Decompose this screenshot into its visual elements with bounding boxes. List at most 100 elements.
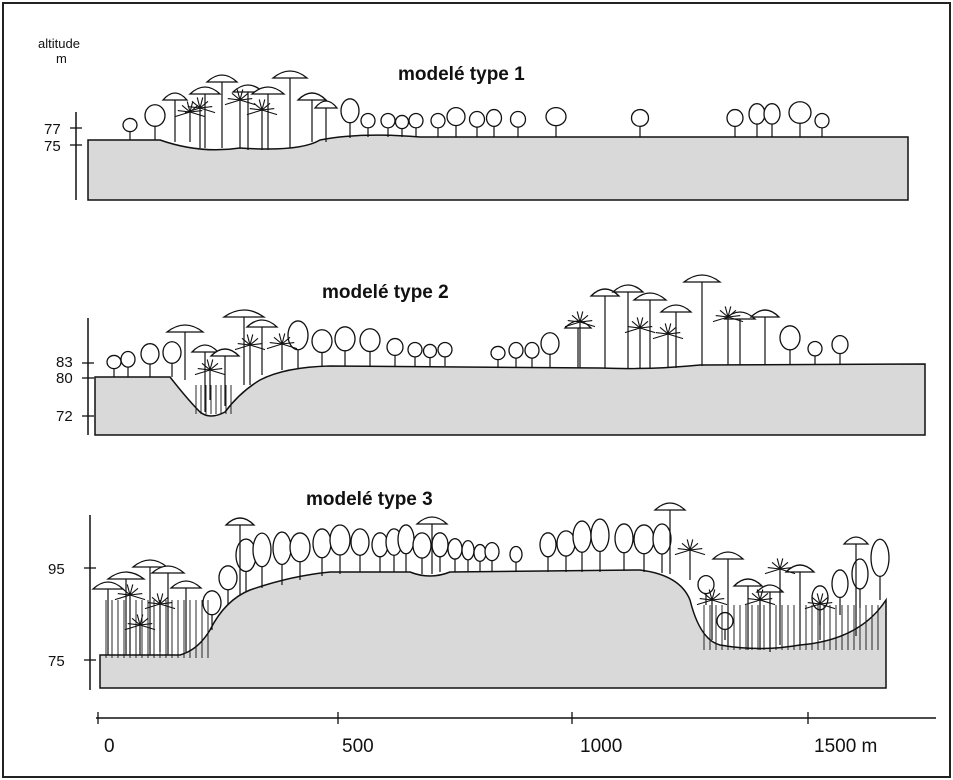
- tree-icon: [287, 320, 309, 368]
- umbrella-tree-icon: [188, 86, 222, 148]
- palm-icon: [624, 317, 656, 368]
- palm-icon: [764, 558, 796, 645]
- tree-icon: [412, 532, 432, 574]
- umbrella-tree-icon: [653, 502, 687, 574]
- x-label-0: 0: [104, 736, 115, 757]
- palm-icon: [224, 89, 256, 148]
- palm-icon: [804, 593, 836, 640]
- umbrella-tree-icon: [250, 86, 286, 150]
- profile-2-tick-72: 72: [56, 408, 73, 425]
- tree-icon: [614, 523, 634, 571]
- umbrella-tree-icon: [563, 320, 593, 368]
- profile-1-vegetation: [122, 70, 830, 150]
- umbrella-tree-icon: [169, 580, 203, 652]
- umbrella-tree-icon: [150, 565, 186, 655]
- tree-icon: [590, 518, 610, 572]
- tree-icon: [748, 103, 766, 137]
- x-label-1000: 1000: [580, 736, 622, 757]
- tree-icon: [726, 108, 744, 137]
- tree-icon: [814, 112, 830, 137]
- tree-icon: [350, 528, 370, 572]
- umbrella-tree-icon: [415, 516, 449, 574]
- profile-type-1: 77 75 modelé type 1: [44, 64, 909, 201]
- tree-icon: [652, 523, 672, 573]
- profile-2-tick-83: 83: [56, 354, 73, 371]
- trunk-hatching: [195, 385, 232, 414]
- umbrella-tree-icon: [589, 288, 621, 368]
- tree-icon: [252, 532, 272, 588]
- palm-icon: [124, 614, 156, 655]
- tree-icon: [556, 530, 576, 572]
- tree-icon: [380, 112, 396, 137]
- tree-icon: [140, 343, 160, 377]
- tree-icon: [807, 340, 823, 365]
- tree-icon: [162, 341, 182, 377]
- tree-icon: [716, 611, 734, 640]
- umbrella-tree-icon: [296, 92, 328, 142]
- tree-icon: [120, 350, 136, 377]
- tree-icon: [311, 329, 333, 367]
- tree-icon: [484, 541, 500, 572]
- tree-icon: [831, 569, 849, 615]
- umbrella-tree-icon: [313, 100, 339, 142]
- umbrella-tree-icon: [682, 274, 722, 366]
- umbrella-tree-icon: [165, 324, 205, 380]
- tree-icon: [539, 532, 557, 572]
- profile-2-ground: [94, 363, 926, 436]
- distance-axis: 0 500 1000 1500 m: [96, 712, 936, 757]
- tree-icon: [106, 354, 122, 377]
- tree-icon: [394, 114, 410, 137]
- tree-icon: [289, 532, 311, 580]
- umbrella-tree-icon: [205, 74, 239, 148]
- tree-icon: [473, 543, 487, 572]
- tree-icon: [334, 326, 356, 366]
- tree-icon: [508, 341, 524, 368]
- palm-icon: [674, 539, 706, 580]
- tree-icon: [788, 101, 812, 137]
- tree-icon: [509, 110, 527, 137]
- umbrella-tree-icon: [659, 304, 693, 368]
- tree-icon: [422, 343, 438, 366]
- tree-icon: [202, 590, 222, 630]
- palm-icon: [696, 589, 728, 640]
- tree-icon: [144, 104, 166, 140]
- palm-icon: [712, 306, 744, 365]
- profile-1-title: modelé type 1: [398, 64, 525, 85]
- x-label-500: 500: [342, 736, 374, 757]
- palm-icon: [266, 333, 298, 370]
- umbrella-tree-icon: [632, 292, 668, 368]
- profile-1-tick-77: 77: [44, 121, 61, 138]
- tree-icon: [870, 538, 890, 600]
- tree-icon: [545, 106, 567, 137]
- tree-icon: [851, 558, 869, 608]
- profile-2-vegetation: [106, 274, 849, 414]
- tree-icon: [540, 332, 560, 368]
- tree-icon: [430, 112, 446, 137]
- tree-icon: [408, 112, 424, 137]
- tree-icon: [485, 108, 503, 137]
- umbrella-tree-icon: [245, 319, 279, 375]
- tree-icon: [437, 341, 453, 366]
- umbrella-tree-icon: [224, 517, 256, 595]
- tree-icon: [360, 112, 376, 137]
- tree-icon: [490, 345, 506, 368]
- tree-icon: [329, 524, 351, 574]
- profile-3-vegetation: [91, 502, 890, 658]
- umbrella-tree-icon: [723, 311, 757, 365]
- tree-icon: [431, 532, 449, 572]
- tree-icon: [446, 106, 466, 137]
- umbrella-tree-icon: [91, 581, 125, 655]
- umbrella-tree-icon: [231, 84, 265, 150]
- umbrella-tree-icon: [271, 70, 309, 148]
- tree-icon: [633, 524, 655, 572]
- tree-icon: [371, 532, 389, 572]
- profile-3-title: modelé type 3: [306, 489, 433, 510]
- profile-3-tick-75: 75: [48, 653, 65, 670]
- profile-type-3: 95 75 modelé type 3: [48, 489, 890, 690]
- palm-icon: [234, 334, 266, 385]
- tree-icon: [763, 103, 781, 137]
- tree-icon: [407, 341, 423, 366]
- tree-icon: [218, 565, 238, 605]
- tree-icon: [779, 325, 801, 365]
